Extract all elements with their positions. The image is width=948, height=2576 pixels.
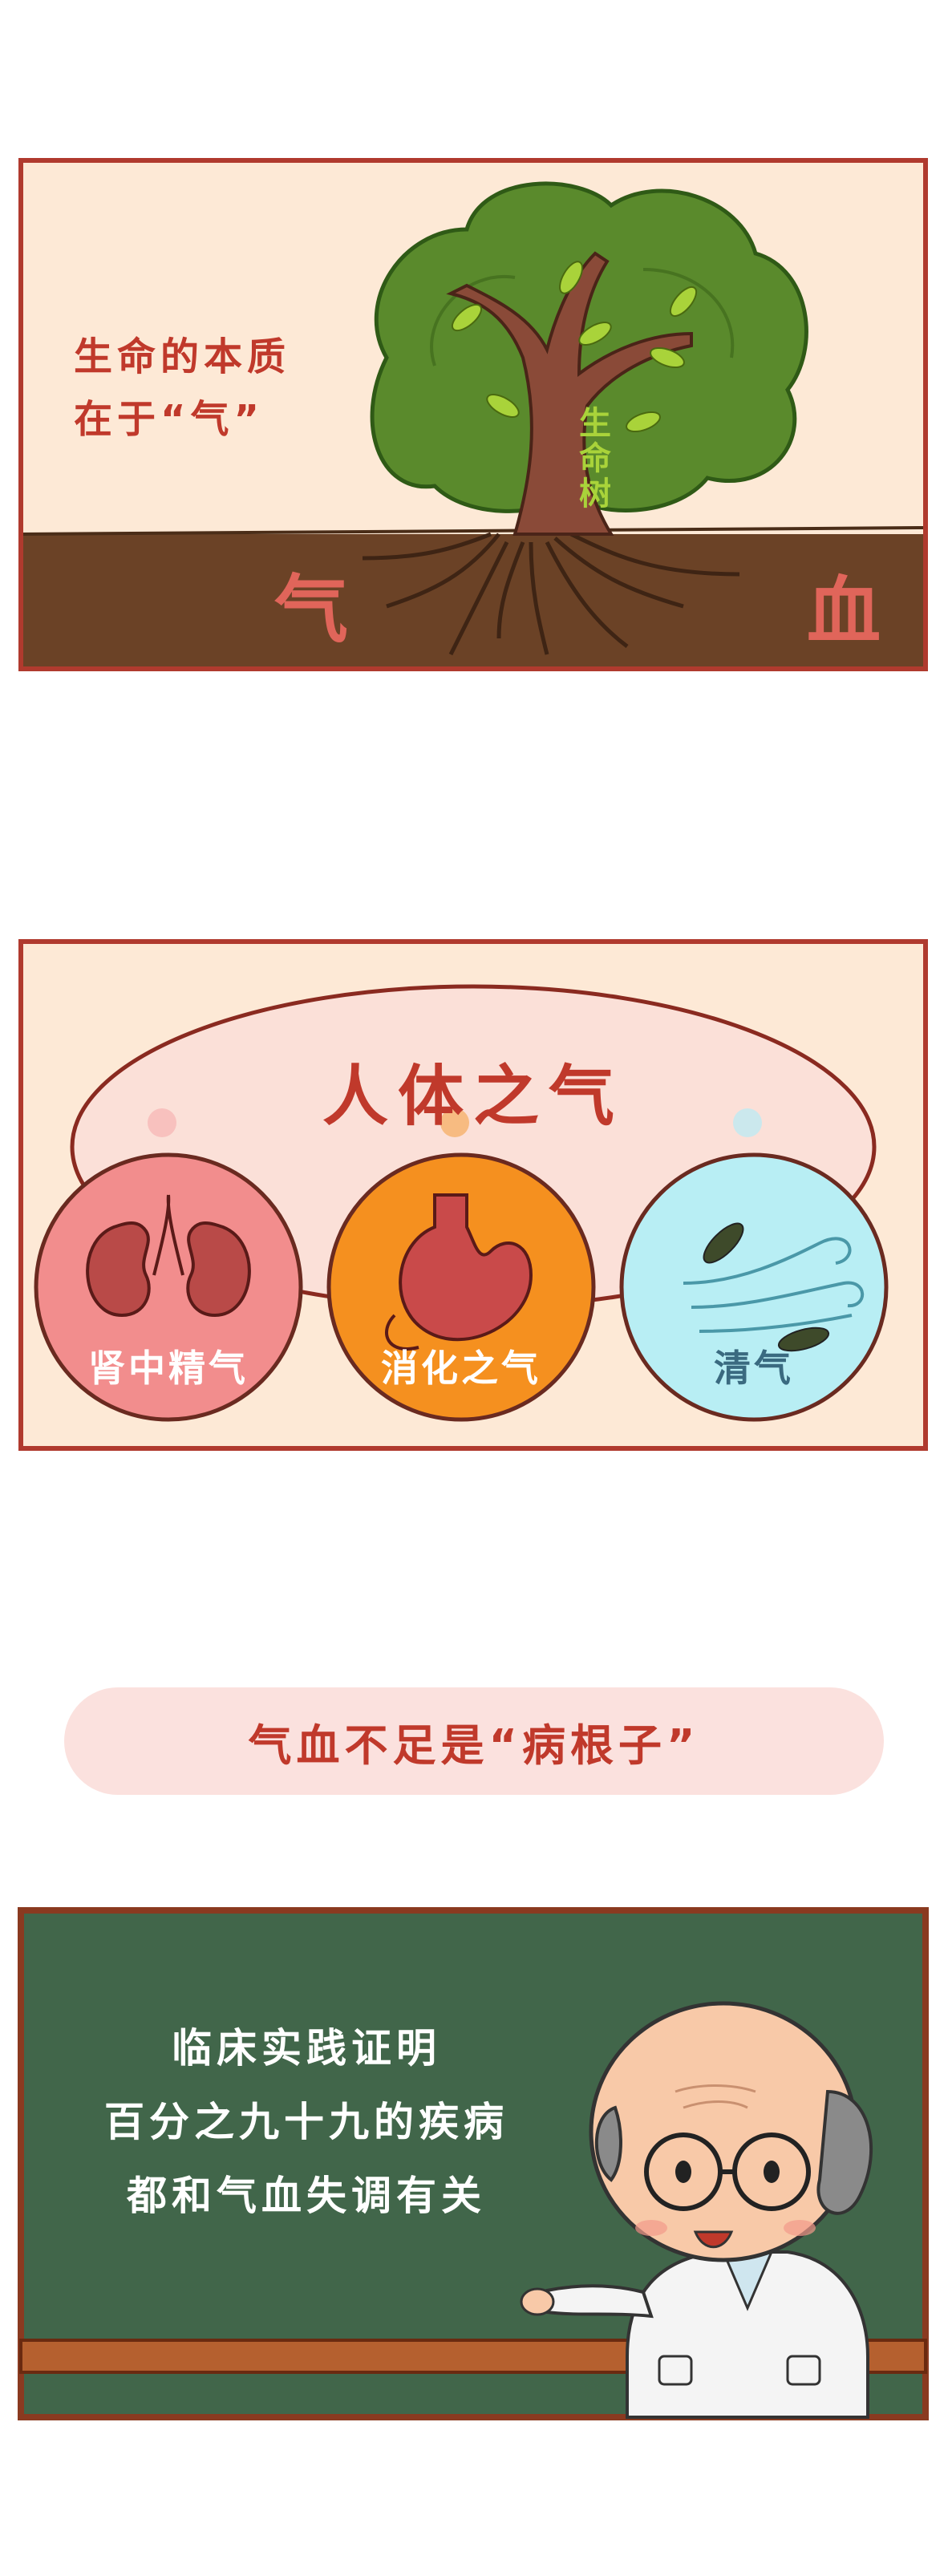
- wind-circle: [619, 1152, 889, 1422]
- tree-label: 生 命 树: [571, 406, 619, 512]
- chalk-line-2: 百分之九十九的疾病: [104, 2099, 508, 2145]
- body-qi-title: 人体之气: [322, 1059, 624, 1135]
- chalk-line-3: 都和气血失调有关: [127, 2173, 486, 2219]
- tree-label-char: 生: [579, 405, 611, 442]
- body-qi-illustration: [18, 939, 928, 1451]
- panel1-caption: 生命的本质 在于“气”: [74, 326, 290, 451]
- chalkboard-text: 临床实践证明 百分之九十九的疾病 都和气血失调有关: [50, 2011, 563, 2233]
- caption-line-2: 在于“气”: [74, 397, 265, 442]
- qi-word: 气: [274, 567, 349, 653]
- stomach-icon: [385, 1193, 533, 1351]
- soil-band: [23, 534, 923, 666]
- tree-canopy-icon: [370, 181, 808, 513]
- chalkboard-illustration: [18, 1907, 929, 2420]
- section-banner: 气血不足是“病根子”: [64, 1687, 884, 1795]
- kidney-circle: [34, 1152, 303, 1422]
- kidney-qi-label: 肾中精气: [88, 1347, 249, 1390]
- tree-label-char: 命: [579, 440, 611, 477]
- leaves-icon: [451, 261, 698, 433]
- doctor-icon: [520, 2001, 873, 2419]
- tree-trunk-icon: [446, 251, 693, 536]
- xue-word: 血: [807, 569, 881, 654]
- tree-illustration: [18, 158, 928, 671]
- kidneys-icon: [86, 1194, 251, 1318]
- tree-label-char: 树: [579, 476, 611, 512]
- clear-qi-label: 清气: [714, 1347, 794, 1390]
- digestive-qi-label: 消化之气: [381, 1347, 541, 1390]
- tree-of-life-panel: 生命的本质 在于“气” 生 命 树 气 血: [18, 157, 929, 672]
- wind-leaves-icon: [683, 1222, 865, 1352]
- body-qi-panel: 人体之气 肾中精气 消化之气 清气: [18, 938, 929, 1452]
- roots-icon: [362, 532, 740, 656]
- chalkboard-panel: 临床实践证明 百分之九十九的疾病 都和气血失调有关: [18, 1907, 929, 2420]
- chalk-line-1: 临床实践证明: [172, 2025, 441, 2072]
- caption-line-1: 生命的本质: [74, 334, 291, 379]
